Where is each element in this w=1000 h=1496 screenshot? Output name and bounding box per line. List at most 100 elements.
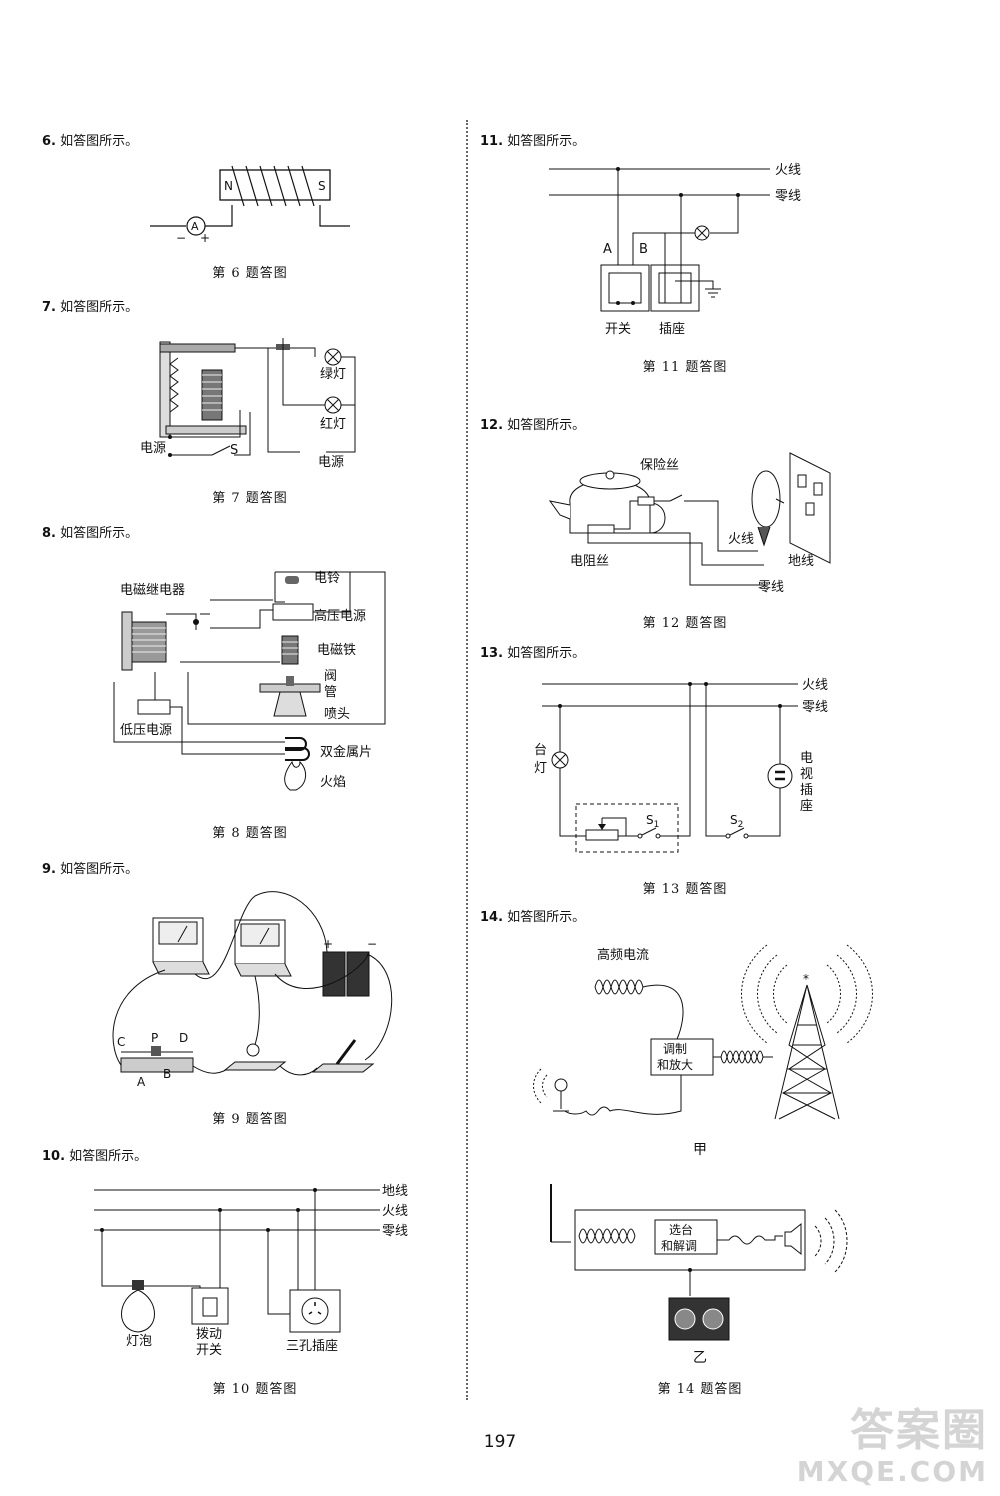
knife-switch-icon	[311, 1063, 375, 1073]
q7-caption: 第 7 题答图	[212, 491, 288, 506]
q12-caption: 第 12 题答图	[642, 616, 728, 631]
q8-nozzle-label: 喷头	[324, 707, 350, 722]
q9-d-label: D	[179, 1031, 188, 1045]
q11-switch-label: 开关	[605, 322, 631, 337]
q7-title: 7. 如答图所示。	[42, 300, 139, 315]
q10-bulb-label: 灯泡	[126, 1334, 152, 1349]
q11-a-label: A	[603, 242, 612, 257]
q13-s2-label: S2	[730, 813, 743, 830]
bulb-icon	[246, 1043, 260, 1057]
q9-plus: +	[323, 937, 333, 951]
q6-title: 6. 如答图所示。	[42, 134, 139, 149]
bell-icon	[285, 576, 299, 584]
q14-tune2-label: 和解调	[661, 1239, 697, 1253]
q14-jia-label: 甲	[693, 1142, 707, 1158]
svg-text:*: *	[803, 972, 809, 986]
q8-flame-label: 火焰	[320, 775, 346, 790]
q10-switch2-label: 开关	[196, 1343, 222, 1358]
tuner-box-icon	[654, 1219, 718, 1255]
q8-bell-label: 电铃	[314, 571, 340, 586]
microphone-icon	[554, 1078, 568, 1092]
rheostat-icon	[585, 829, 619, 841]
resistor-wire-icon	[587, 524, 615, 534]
q13-title: 13. 如答图所示。	[480, 646, 586, 661]
q14-mod2-label: 和放大	[657, 1057, 693, 1072]
q11-diagram: 火线 零线 A B 开关 插座	[549, 163, 801, 337]
q13-tv3-label: 插	[800, 783, 813, 798]
q13-tv4-label: 座	[800, 799, 813, 814]
column-divider	[466, 120, 468, 1400]
q12-neutral-label: 零线	[758, 580, 784, 595]
bulb-socket-icon	[132, 1280, 144, 1290]
q14-tune1-label: 选台	[669, 1222, 693, 1237]
tv-socket-icon	[767, 763, 793, 789]
q9-p-label: P	[151, 1031, 158, 1045]
plug-icon	[751, 470, 781, 528]
q10-diagram: 地线 火线 零线 灯泡 拨动 开关 三孔插座	[94, 1184, 408, 1358]
battery-icon	[322, 951, 346, 997]
q12-title: 12. 如答图所示。	[480, 418, 586, 433]
q14-yi-label: 乙	[693, 1350, 707, 1366]
watermark-line1: 答案圈	[850, 1405, 988, 1456]
lamp-holder-icon	[223, 1061, 287, 1071]
q11-socket-label: 插座	[659, 322, 685, 337]
q8-title: 8. 如答图所示。	[42, 526, 139, 541]
q7-diagram: 电源 S 绿灯 红灯 电源	[140, 338, 356, 470]
q11-b-label: B	[639, 242, 648, 257]
fuse-icon	[637, 496, 655, 506]
electromagnet-icon	[281, 635, 299, 665]
q9-diagram: + − C P D A B	[112, 891, 393, 1089]
flame-icon	[284, 760, 306, 791]
rheostat-icon	[120, 1057, 194, 1073]
q14-title: 14. 如答图所示。	[480, 910, 586, 925]
q6-diagram: N S A − +	[150, 165, 350, 245]
q6-minus: −	[176, 231, 186, 245]
q8-valve1-label: 阀	[324, 669, 337, 684]
q13-tv2-label: 视	[800, 767, 813, 782]
page-number: 197	[483, 1432, 517, 1452]
q10-title: 10. 如答图所示。	[42, 1149, 148, 1164]
q8-magnet-label: 电磁铁	[317, 643, 356, 658]
q10-neutral-label: 零线	[382, 1224, 408, 1239]
watermark: 答案圈 MXQE.COM	[797, 1405, 988, 1489]
lv-source-icon	[137, 699, 171, 715]
q13-tv1-label: 电	[800, 751, 813, 766]
q8-caption: 第 8 题答图	[212, 826, 288, 841]
q8-relay-label: 电磁继电器	[120, 583, 185, 598]
q14-caption: 第 14 题答图	[657, 1382, 743, 1397]
tower-icon	[774, 984, 840, 1120]
modulator-box-icon	[650, 1038, 714, 1076]
speaker-icon	[784, 1222, 802, 1256]
q10-ground-label: 地线	[382, 1184, 408, 1199]
q10-socket-label: 三孔插座	[286, 1339, 338, 1354]
q10-live-label: 火线	[382, 1204, 408, 1219]
q13-lamp2-label: 灯	[534, 761, 547, 776]
q12-diagram: 电阻丝 保险丝 火线 地线 零线	[548, 452, 831, 595]
q13-lamp1-label: 台	[534, 743, 547, 758]
q10-caption: 第 10 题答图	[212, 1382, 298, 1397]
q11-title: 11. 如答图所示。	[480, 134, 586, 149]
q11-caption: 第 11 题答图	[642, 360, 728, 375]
q6-a-label: A	[191, 220, 199, 233]
q12-live-label: 火线	[728, 532, 754, 547]
q9-caption: 第 9 题答图	[212, 1112, 288, 1127]
q8-lv-label: 低压电源	[120, 723, 172, 738]
q12-resistor-label: 电阻丝	[570, 554, 609, 569]
q11-neutral-label: 零线	[775, 189, 801, 204]
q13-neutral-label: 零线	[802, 700, 828, 715]
q9-title: 9. 如答图所示。	[42, 862, 139, 877]
q13-live-label: 火线	[802, 678, 828, 693]
q6-caption: 第 6 题答图	[212, 266, 288, 281]
q13-s1-label: S1	[646, 813, 659, 830]
q6-plus: +	[200, 231, 210, 245]
hv-source-icon	[272, 603, 314, 621]
q13-caption: 第 13 题答图	[642, 882, 728, 897]
q11-live-label: 火线	[775, 163, 801, 178]
q9-b-label: B	[163, 1067, 171, 1081]
q14-yi-diagram: 选台 和解调 乙	[550, 1184, 848, 1366]
q8-hv-label: 高压电源	[314, 608, 366, 624]
q8-valve2-label: 管	[324, 685, 337, 700]
q9-c-label: C	[117, 1035, 125, 1049]
q14-mod1-label: 调制	[663, 1042, 687, 1056]
q6-n-label: N	[224, 179, 233, 193]
